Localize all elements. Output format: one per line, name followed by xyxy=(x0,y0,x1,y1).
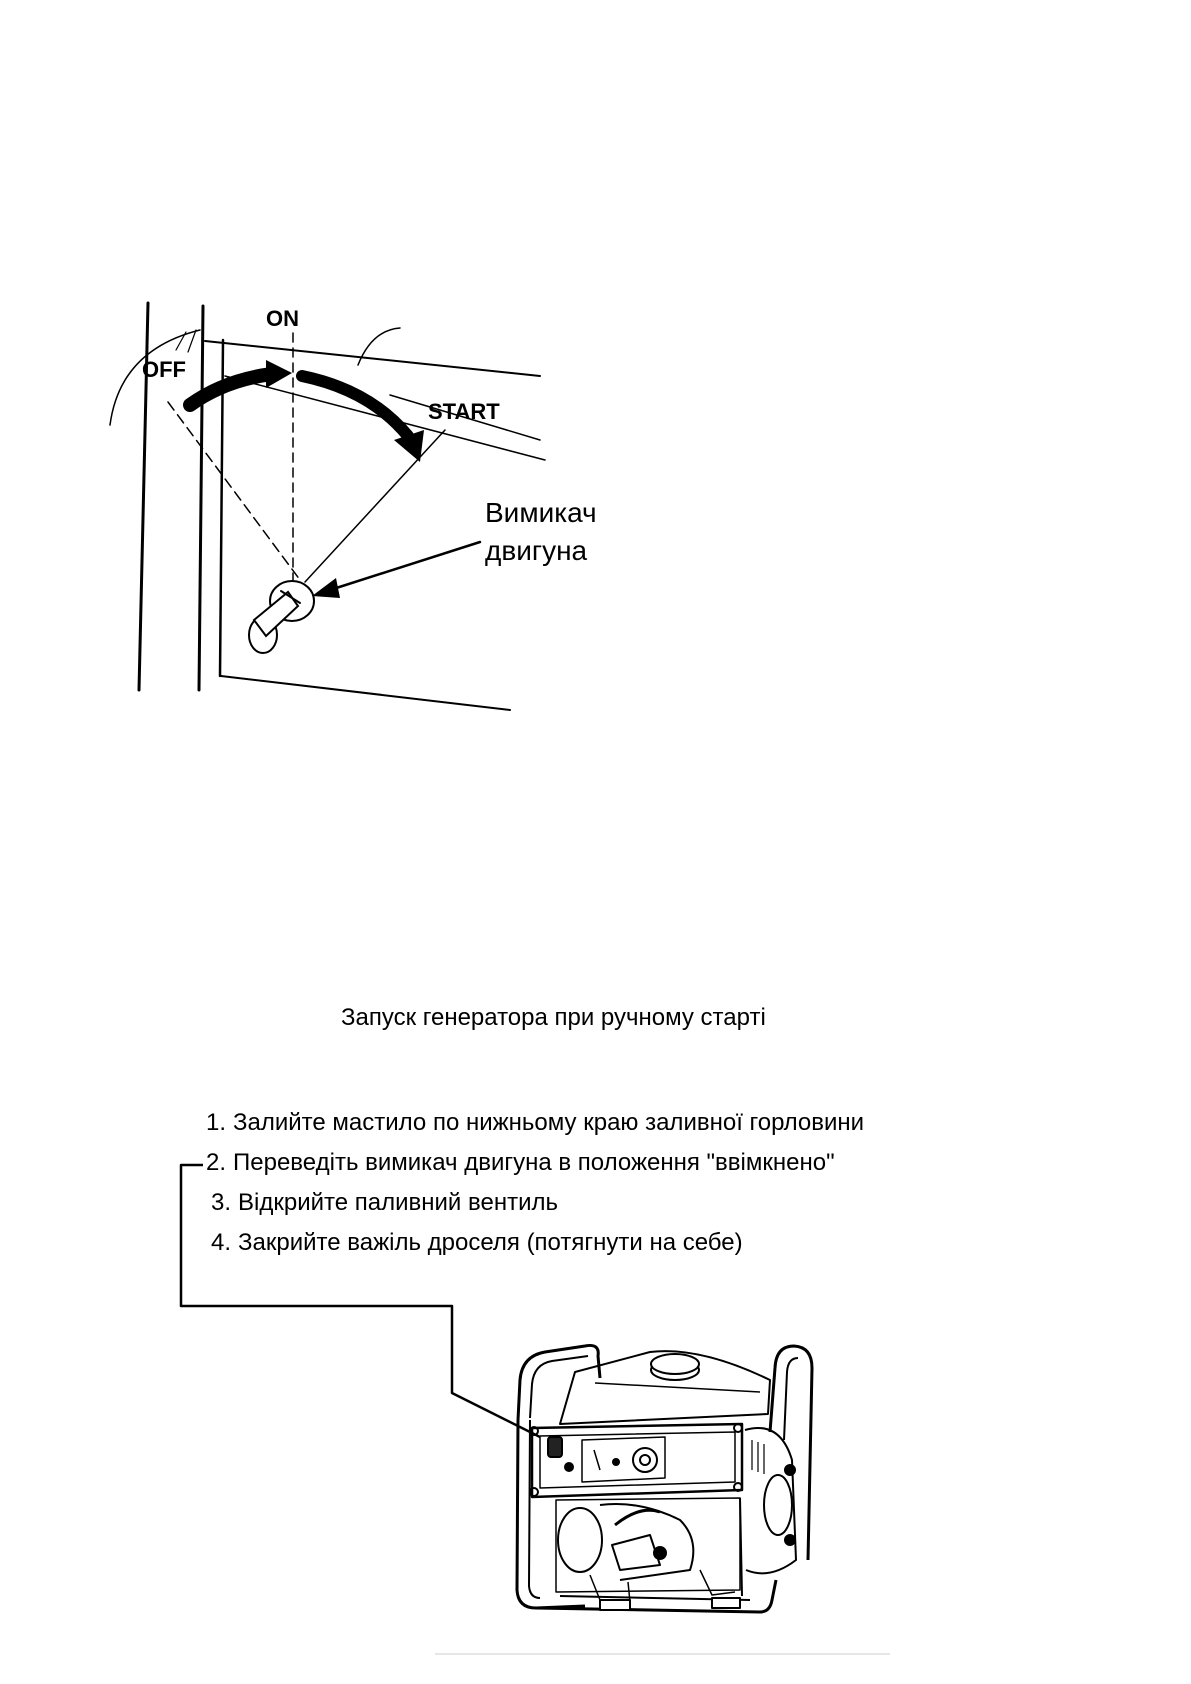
step-item: 2. Переведіть вимикач двигуна в положенн… xyxy=(206,1143,864,1183)
step-number: 2. xyxy=(206,1149,227,1176)
engine-switch-callout: Вимикач двигуна xyxy=(485,494,597,570)
callout-line-2: двигуна xyxy=(485,535,588,566)
step-item: 4. Закрийте важіль дроселя (потягнути на… xyxy=(206,1223,864,1263)
step-item: 3. Відкрийте паливний вентиль xyxy=(206,1183,864,1223)
step-number: 3. xyxy=(211,1189,232,1216)
step-text: Переведіть вимикач двигуна в положення "… xyxy=(233,1149,835,1176)
switch-position-start-label: START xyxy=(428,399,500,424)
section-title: Запуск генератора при ручному старті xyxy=(341,1004,766,1031)
generator-illustration xyxy=(179,1163,814,1614)
engine-switch-diagram xyxy=(109,301,546,711)
step-text: Залийте мастило по нижньому краю заливно… xyxy=(233,1109,865,1136)
step-number: 4. xyxy=(211,1229,232,1256)
step-item: 1. Залийте мастило по нижньому краю зали… xyxy=(206,1103,864,1143)
step-text: Закрийте важіль дроселя (потягнути на се… xyxy=(238,1229,743,1256)
step-text: Відкрийте паливний вентиль xyxy=(238,1189,558,1216)
switch-position-on-label: ON xyxy=(266,306,299,331)
instruction-steps: 1. Залийте мастило по нижньому краю зали… xyxy=(206,1103,864,1263)
step-number: 1. xyxy=(206,1109,227,1136)
callout-line-1: Вимикач xyxy=(485,497,597,528)
switch-position-off-label: OFF xyxy=(142,357,186,382)
